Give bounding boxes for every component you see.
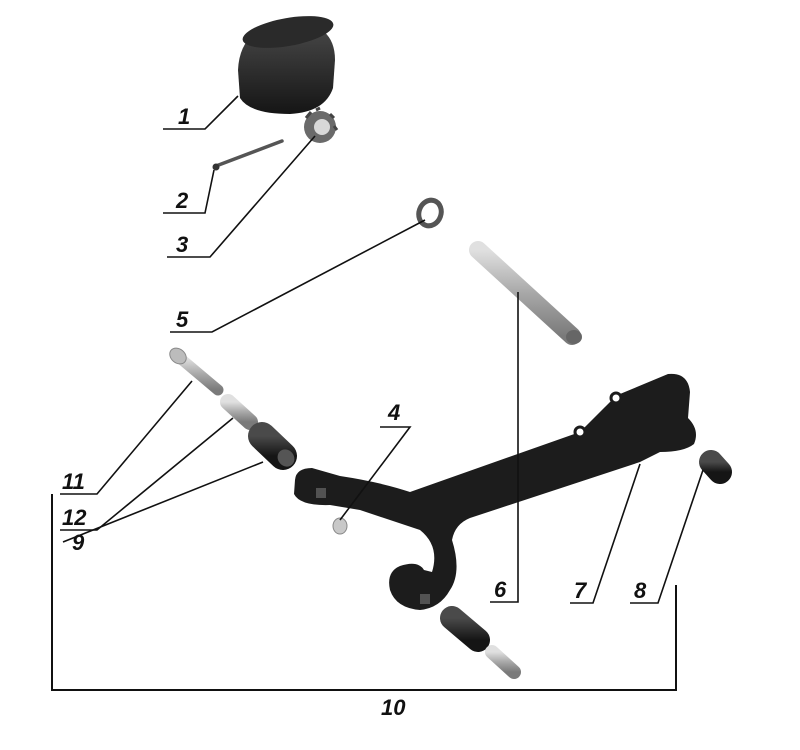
- lower-bushing-part: [440, 606, 521, 679]
- cotter-pin-part: [212, 139, 284, 171]
- control-arm-part: [294, 373, 696, 610]
- callout-9: 9: [72, 530, 85, 555]
- bolt-part: [169, 347, 224, 396]
- leader-lines: [51, 95, 704, 691]
- callout-8: 8: [634, 578, 647, 603]
- callout-2: 2: [175, 188, 189, 213]
- callout-1: 1: [178, 104, 190, 129]
- callout-5: 5: [176, 307, 189, 332]
- dust-boot-part: [238, 16, 335, 114]
- callout-4: 4: [387, 400, 400, 425]
- sleeve-part: [220, 394, 258, 430]
- callout-7: 7: [574, 578, 588, 603]
- callout-labels: 1 2 3 4 5 6 7 8 9 10 11 12: [62, 104, 647, 720]
- callout-6: 6: [494, 577, 507, 602]
- washer-part: [416, 197, 444, 229]
- callout-12: 12: [62, 505, 87, 530]
- rear-bushing-part: [699, 450, 732, 484]
- castle-nut-part: [304, 106, 339, 143]
- callout-10: 10: [381, 695, 406, 720]
- callout-11: 11: [62, 469, 85, 494]
- front-bushing-part: [248, 422, 297, 470]
- callout-3: 3: [176, 232, 188, 257]
- small-nut-part: [332, 517, 348, 535]
- pin-shaft-part: [469, 241, 582, 345]
